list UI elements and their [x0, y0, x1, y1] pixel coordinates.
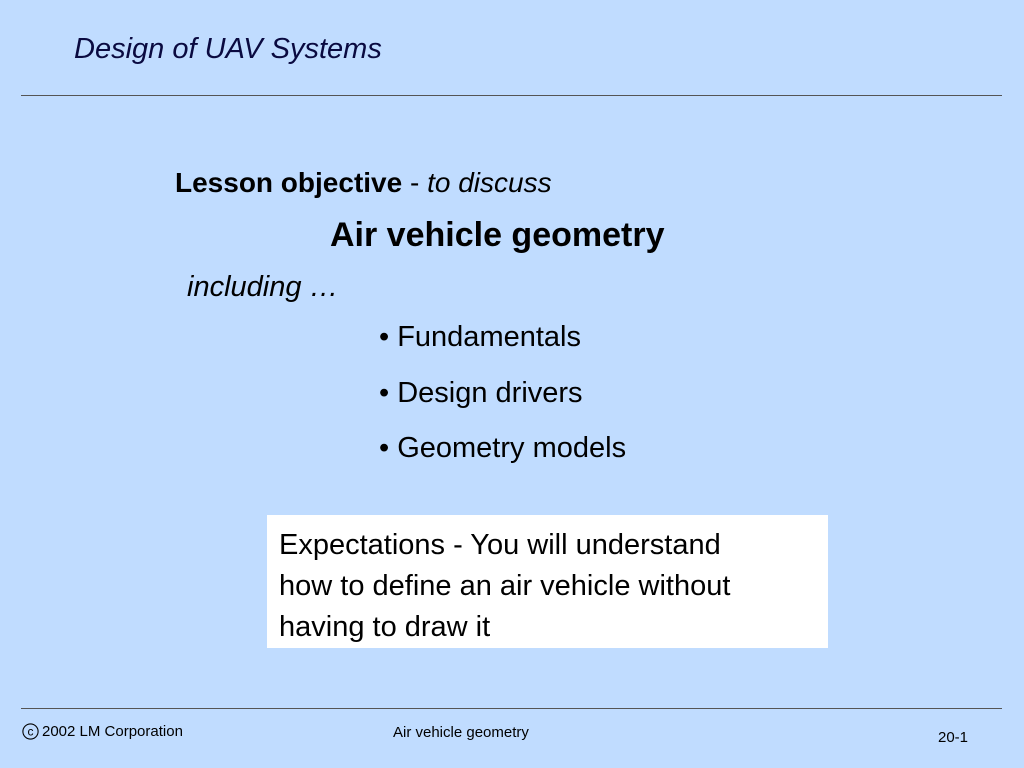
header-divider [21, 95, 1002, 96]
topic-bullet-list: • Fundamentals • Design drivers • Geomet… [379, 319, 626, 486]
objective-label: Lesson objective [175, 167, 403, 198]
page-number: 20-1 [938, 729, 969, 746]
bullet-item: • Design drivers [379, 376, 583, 409]
expectations-box: Expectations - You will understand how t… [267, 515, 828, 648]
objective-connector: - [402, 167, 428, 198]
copyright-text: 2002 LM Corporation [42, 723, 183, 740]
expectations-line: how to define an air vehicle without [279, 570, 731, 602]
objective-verb: to discuss [427, 167, 552, 198]
footer-copyright: c 2002 LM Corporation [22, 723, 183, 740]
expectations-line: having to draw it [279, 611, 491, 643]
including-label: including … [187, 271, 339, 303]
svg-text:c: c [28, 725, 34, 739]
copyright-icon: c [22, 723, 39, 740]
bullet-item: • Fundamentals [379, 321, 581, 353]
lesson-objective: Lesson objective - to discuss [175, 167, 552, 199]
footer-topic: Air vehicle geometry [393, 724, 529, 741]
main-topic: Air vehicle geometry [330, 216, 665, 254]
bullet-item: • Geometry models [379, 432, 627, 464]
expectations-line: Expectations - You will understand [279, 529, 721, 561]
slide-header-title: Design of UAV Systems [74, 33, 382, 65]
footer-divider [21, 708, 1002, 709]
